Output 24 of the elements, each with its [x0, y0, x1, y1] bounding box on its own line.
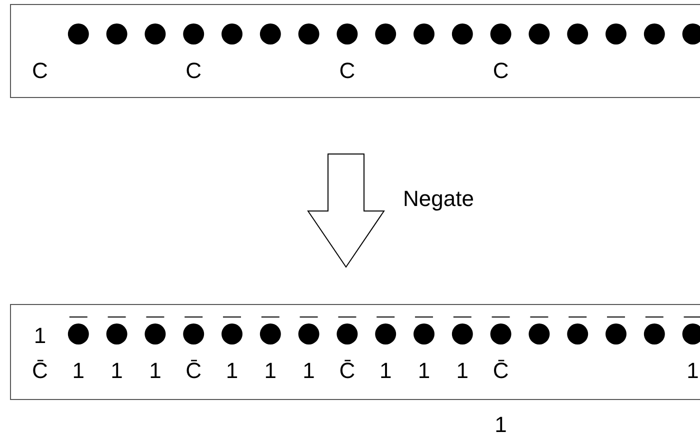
symbol-label: 1 [302, 358, 316, 384]
symbol-label: 1 [110, 358, 124, 384]
symbol-label: 1 [416, 358, 432, 384]
symbol-label: C [338, 58, 356, 84]
symbol-label: 1 [224, 358, 240, 384]
symbol-label: 1 [455, 358, 470, 384]
hollow-arrow [307, 154, 385, 268]
symbol-label: 1 [494, 412, 508, 438]
symbol-label: C [492, 58, 510, 84]
symbol-label: C [184, 58, 203, 84]
symbol-label: C̄ [338, 358, 356, 384]
sequence-box [10, 304, 700, 400]
symbol-label: 1 [32, 323, 48, 349]
symbol-label: C̄ [31, 358, 49, 384]
symbol-label: C̄ [184, 358, 203, 384]
sequence-box [10, 4, 700, 98]
symbol-label: C̄ [492, 358, 510, 384]
symbol-label: 1 [378, 358, 393, 384]
symbol-label: C [31, 58, 49, 84]
symbol-label: 1 [71, 358, 86, 384]
edge-label: Negate [403, 188, 474, 210]
symbol-label: 1 [263, 358, 278, 384]
symbol-label: 1 [686, 358, 700, 384]
symbol-label: 1 [148, 358, 162, 384]
